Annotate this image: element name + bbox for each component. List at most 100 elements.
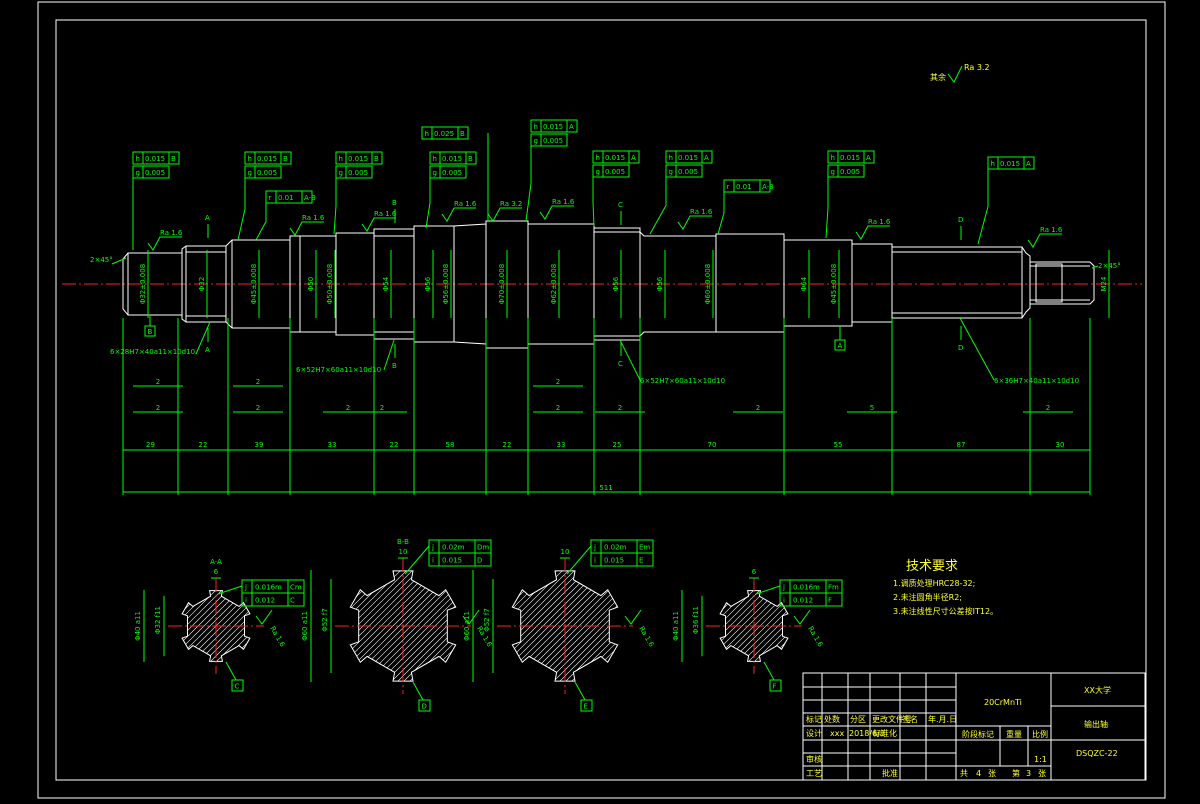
- svg-text:D: D: [477, 557, 482, 565]
- svg-text:0.015: 0.015: [257, 155, 277, 163]
- segment-length: 39: [255, 441, 264, 449]
- svg-text:i: i: [783, 597, 785, 605]
- svg-text:0.015: 0.015: [442, 155, 462, 163]
- svg-text:第: 第: [1012, 768, 1020, 778]
- small-dimension: 2: [556, 404, 560, 412]
- svg-text:标准化: 标准化: [873, 728, 897, 738]
- svg-text:张: 张: [1038, 769, 1046, 778]
- svg-text:张: 张: [988, 769, 996, 778]
- svg-text:6: 6: [752, 568, 757, 576]
- svg-text:h: h: [534, 123, 538, 131]
- outer-frame: [37, 1, 1166, 799]
- tech-req-item-3: 3.未注线性尺寸公差按IT12。: [893, 606, 998, 616]
- tolerance-frame: g 0.005: [244, 165, 282, 179]
- datum-box-a: [834, 339, 846, 351]
- roughness-label: Ra 1.6: [552, 198, 575, 206]
- svg-text:B: B: [460, 130, 465, 138]
- svg-text:重量: 重量: [1006, 729, 1022, 739]
- svg-text:F: F: [773, 683, 777, 691]
- svg-text:Φ60 a11: Φ60 a11: [463, 611, 471, 641]
- svg-text:E: E: [639, 557, 643, 565]
- svg-text:Φ36 f11: Φ36 f11: [692, 606, 700, 634]
- svg-text:Em: Em: [639, 544, 650, 552]
- svg-text:h: h: [596, 154, 600, 162]
- inner-frame: [55, 19, 1147, 781]
- svg-text:0.016m: 0.016m: [255, 584, 282, 592]
- svg-text:j: j: [593, 544, 596, 552]
- spline-note-2: 6×52H7×60a11×10d10: [296, 366, 381, 374]
- section-mark: C: [618, 201, 623, 209]
- material: 20CrMnTi: [984, 698, 1022, 707]
- segment-length: 33: [328, 441, 337, 449]
- svg-text:g: g: [136, 169, 140, 177]
- svg-text:A-A: A-A: [210, 558, 222, 566]
- svg-text:设计: 设计: [806, 728, 822, 738]
- svg-text:g: g: [248, 169, 252, 177]
- svg-text:g: g: [433, 169, 437, 177]
- diameter-label: Φ64: [800, 276, 808, 291]
- roughness-label: Ra 1.6: [302, 214, 325, 222]
- svg-text:B: B: [468, 155, 473, 163]
- spline-notes: 6×28H7×40a11×10d10 6×52H7×60a11×10d10 6×…: [110, 317, 1079, 385]
- roughness-label: Ra 1.6: [160, 229, 183, 237]
- svg-text:签名: 签名: [902, 714, 918, 724]
- svg-text:A-B: A-B: [304, 194, 316, 202]
- svg-text:Φ52 f7: Φ52 f7: [483, 608, 491, 632]
- diameter-label: Φ50±0.008: [326, 264, 334, 304]
- svg-text:A: A: [838, 342, 843, 350]
- roughness-label: Ra 1.6: [690, 208, 713, 216]
- svg-text:6: 6: [214, 568, 219, 576]
- svg-text:2018/6/8: 2018/6/8: [849, 729, 885, 738]
- svg-text:h: h: [136, 155, 140, 163]
- svg-text:g: g: [339, 169, 343, 177]
- svg-text:g: g: [831, 168, 835, 176]
- svg-text:h: h: [991, 160, 995, 168]
- small-dimension: 2: [380, 404, 384, 412]
- svg-text:0.02m: 0.02m: [604, 544, 627, 552]
- svg-text:B: B: [374, 155, 379, 163]
- svg-text:0.012: 0.012: [255, 597, 275, 605]
- svg-text:i: i: [432, 557, 434, 565]
- svg-text:Fm: Fm: [828, 584, 839, 592]
- tech-req-item-1: 1.调质处理HRC28-32;: [893, 578, 975, 588]
- svg-text:xxx: xxx: [830, 729, 844, 738]
- diameter-label: Φ50: [307, 277, 315, 291]
- svg-text:批准: 批准: [882, 768, 898, 778]
- segment-length: 29: [146, 441, 155, 449]
- svg-text:0.005: 0.005: [257, 169, 277, 177]
- svg-text:A: A: [704, 154, 709, 162]
- svg-text:A: A: [866, 154, 871, 162]
- tech-req-title: 技术要求: [906, 559, 958, 574]
- svg-text:其余: 其余: [930, 72, 946, 82]
- svg-text:B: B: [171, 155, 176, 163]
- segment-length: 22: [199, 441, 208, 449]
- segment-length: 58: [446, 441, 455, 449]
- chamfer-right: 2×45°: [1098, 262, 1121, 270]
- roughness-label: Ra 1.6: [868, 218, 891, 226]
- segment-length: 25: [613, 441, 622, 449]
- svg-text:0.015: 0.015: [605, 154, 625, 162]
- svg-text:i: i: [594, 557, 596, 565]
- svg-text:g: g: [596, 168, 600, 176]
- section-mark: B: [392, 362, 397, 370]
- svg-text:0.02m: 0.02m: [442, 544, 465, 552]
- svg-text:B: B: [283, 155, 288, 163]
- svg-text:A: A: [569, 123, 574, 131]
- svg-text:Ra 3.2: Ra 3.2: [964, 63, 990, 72]
- svg-text:B: B: [148, 328, 153, 336]
- svg-text:h: h: [425, 130, 429, 138]
